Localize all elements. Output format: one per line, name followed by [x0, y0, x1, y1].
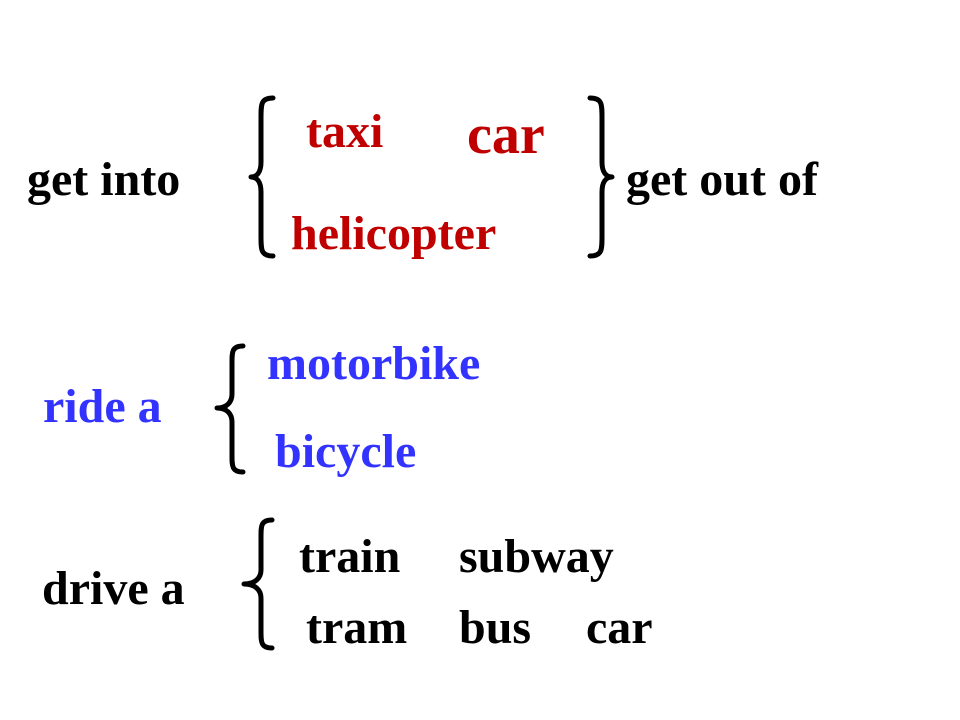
helicopter-item: helicopter: [291, 207, 497, 260]
group3-brace: [241, 517, 275, 651]
car-item-2: car: [586, 601, 653, 654]
train-item: train: [299, 530, 401, 583]
subway-item: subway: [459, 530, 614, 583]
group2-brace: [214, 343, 246, 475]
bicycle-item: bicycle: [275, 425, 417, 478]
drive-a-label: drive a: [42, 562, 185, 615]
car-item: car: [467, 104, 545, 166]
group1-right-brace: [587, 95, 615, 259]
ride-a-label: ride a: [43, 380, 162, 433]
motorbike-item: motorbike: [267, 337, 481, 390]
group1-left-brace: [248, 95, 276, 259]
taxi-item: taxi: [306, 105, 384, 158]
get-out-of-label: get out of: [626, 153, 818, 206]
bus-item: bus: [459, 601, 532, 654]
tram-item: tram: [306, 601, 408, 654]
get-into-label: get into: [27, 153, 181, 206]
